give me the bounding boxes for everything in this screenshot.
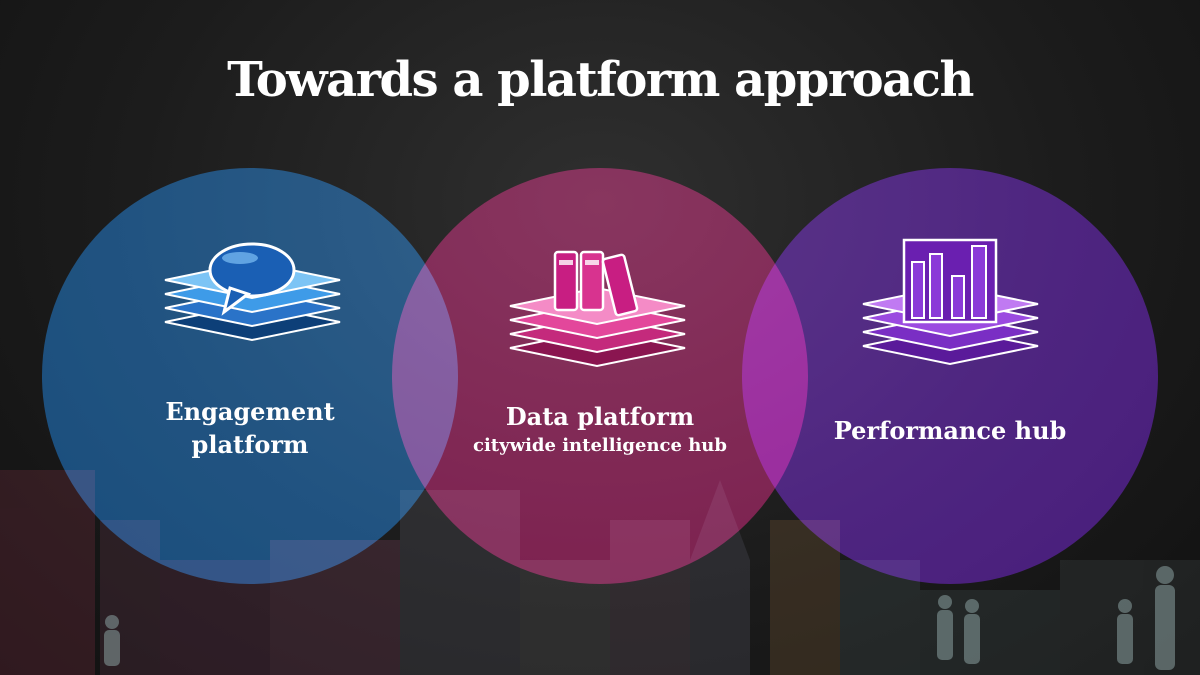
data-platform-subtitle: citywide intelligence hub <box>473 435 727 456</box>
speech-bubble-icon <box>164 242 341 342</box>
performance-hub-label: Performance hub <box>800 414 1100 447</box>
performance-hub-circle <box>742 168 1158 584</box>
data-platform-circle <box>392 168 808 584</box>
engagement-platform-circle <box>42 168 458 584</box>
slide-title: Towards a platform approach <box>227 52 974 108</box>
bar-chart-icon <box>862 238 1039 366</box>
engagement-platform-label: Engagement platform <box>100 395 400 461</box>
data-platform-label: Data platform citywide intelligence hub <box>430 400 770 459</box>
binders-icon <box>509 250 686 368</box>
engagement-label-line-1: Engagement <box>165 397 335 426</box>
performance-hub-title: Performance hub <box>833 416 1067 445</box>
data-platform-title: Data platform <box>505 402 695 431</box>
engagement-label-line-2: platform <box>191 430 309 459</box>
